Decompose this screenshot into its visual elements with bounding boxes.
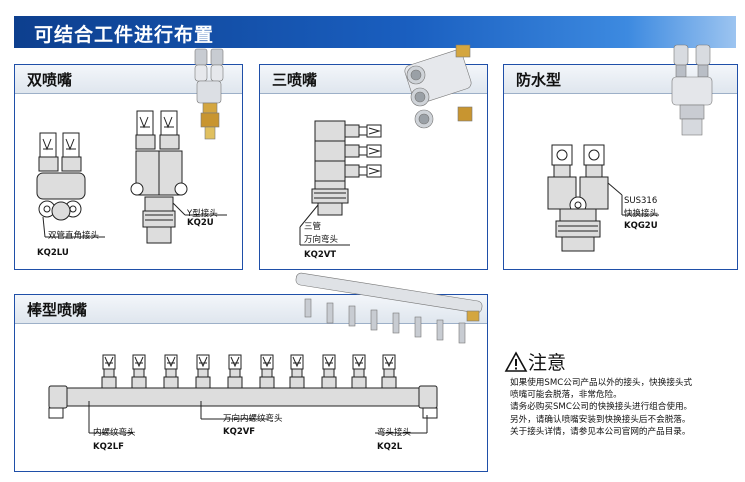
waterproof-drawing bbox=[547, 44, 713, 252]
caution-title: 注意 bbox=[528, 352, 567, 374]
caution-line: 如果使用SMC公司产品以外的接头，快换接头式 bbox=[510, 378, 693, 388]
code-kq2u: KQ2U bbox=[187, 218, 214, 228]
label-kq2vt-line1: 三管 bbox=[304, 222, 322, 232]
label-kq2vt-line2: 万向弯头 bbox=[304, 235, 339, 245]
label-kq2vf: 万向内螺纹弯头 bbox=[223, 414, 283, 424]
code-kq2vf: KQ2VF bbox=[223, 427, 256, 437]
product-photo-bar-nozzle bbox=[295, 272, 483, 344]
caution-line: 关于接头详情，请参见本公司官网的产品目录。 bbox=[510, 426, 691, 437]
warning-triangle-icon bbox=[504, 351, 528, 372]
section-title: 可结合工件进行布置 bbox=[34, 24, 215, 46]
label-kq2lf: 内螺纹弯头 bbox=[93, 428, 136, 438]
label-kq2lu: 双管直角接头 bbox=[48, 231, 100, 241]
code-kq2lf: KQ2LF bbox=[93, 442, 124, 452]
caution-line: 喷嘴可能会脱落，非常危险。 bbox=[510, 390, 622, 401]
code-kq2vt: KQ2VT bbox=[304, 250, 337, 260]
product-photo-triple-fitting bbox=[404, 44, 473, 129]
section-banner: 可结合工件进行布置 bbox=[14, 16, 736, 48]
caution-line: 请务必购买SMC公司的快换接头进行组合使用。 bbox=[510, 402, 693, 413]
panel-title-waterproof: 防水型 bbox=[516, 71, 562, 89]
bar-nozzle-drawing bbox=[48, 272, 483, 434]
double-nozzle-drawing bbox=[36, 48, 227, 244]
product-photo-sus316 bbox=[671, 44, 713, 136]
caution-line: 另外，请确认喷嘴安装到快换接头后不会脱落。 bbox=[510, 414, 691, 425]
panel-double-nozzle: 双喷嘴 bbox=[14, 48, 243, 270]
product-photo-y-fitting bbox=[194, 48, 224, 140]
label-kqg2u-line1: SUS316 bbox=[624, 196, 658, 206]
label-kqg2u-line2: 快换接头 bbox=[624, 209, 659, 219]
panel-triple-nozzle: 三喷嘴 bbox=[259, 44, 488, 270]
caution-text: 如果使用SMC公司产品以外的接头，快换接头式 喷嘴可能会脱落，非常危险。 请务必… bbox=[510, 377, 738, 438]
label-kq2l: 弯头接头 bbox=[377, 428, 412, 438]
panel-waterproof: 防水型 bbox=[503, 44, 738, 270]
panel-bar-nozzle: 棒型喷嘴 bbox=[14, 272, 488, 472]
panel-title-bar: 棒型喷嘴 bbox=[27, 301, 88, 319]
triple-nozzle-drawing bbox=[299, 44, 473, 246]
code-kq2l: KQ2L bbox=[377, 442, 403, 452]
panel-title-triple: 三喷嘴 bbox=[272, 71, 318, 89]
label-kq2u: Y型接头 bbox=[187, 209, 218, 219]
code-kqg2u: KQG2U bbox=[624, 221, 658, 231]
panel-title-double: 双喷嘴 bbox=[27, 71, 73, 89]
code-kq2lu: KQ2LU bbox=[37, 248, 69, 258]
